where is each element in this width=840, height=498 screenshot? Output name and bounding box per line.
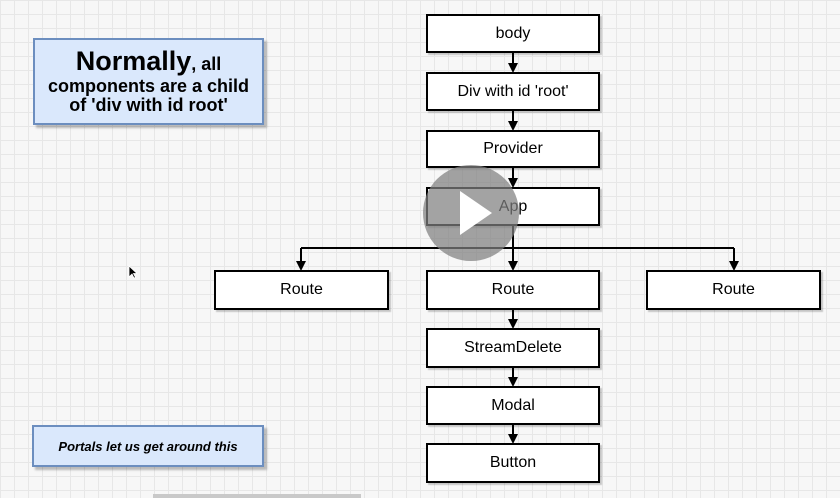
node-body: body (426, 14, 600, 53)
mouse-cursor-icon (128, 265, 138, 279)
node-button: Button (426, 443, 600, 483)
note-normally-child-of-root: Normally, all components are a child of … (33, 38, 264, 125)
node-route-center: Route (426, 270, 600, 310)
note-emphasis: Normally (75, 45, 192, 76)
note-tail: , all (191, 53, 222, 74)
node-route-right: Route (646, 270, 821, 310)
note-line-2: components are a child (47, 75, 250, 96)
note-line-3: of 'div with id root' (69, 95, 228, 116)
play-icon (460, 191, 492, 235)
node-modal: Modal (426, 386, 600, 425)
node-route-left: Route (214, 270, 389, 310)
play-button[interactable] (423, 165, 519, 261)
node-provider: Provider (426, 130, 600, 168)
node-stream-delete: StreamDelete (426, 328, 600, 368)
note-line-1: Normally, all (41, 45, 256, 77)
node-div-root: Div with id 'root' (426, 72, 600, 111)
note-portals: Portals let us get around this (32, 425, 264, 467)
bottom-scrollbar[interactable] (153, 494, 361, 498)
